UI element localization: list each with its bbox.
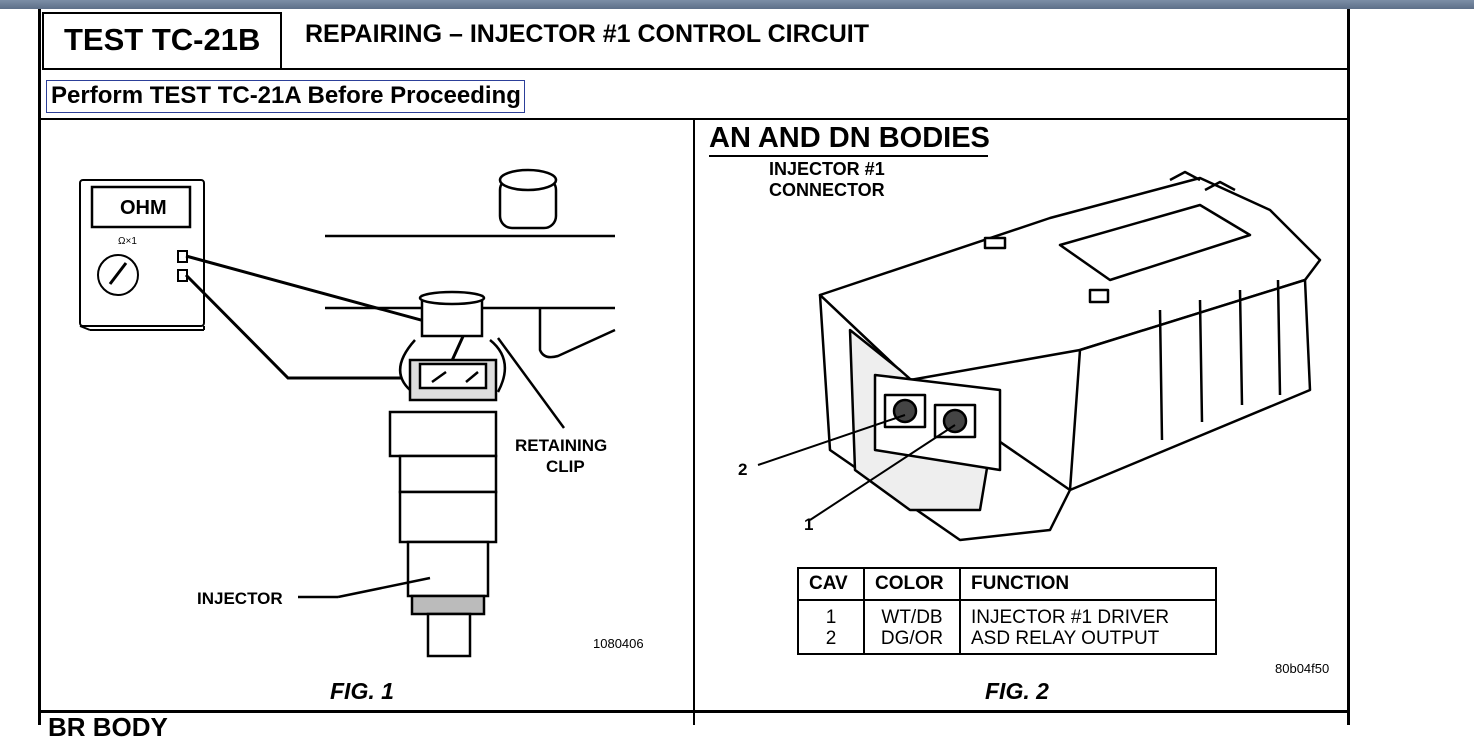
fig2-connector-illustration: [757, 170, 1322, 542]
col-cav: CAV: [797, 567, 865, 601]
fig1-illustration: OHM Ω×1: [79, 168, 616, 658]
prereq-divider: [41, 118, 1350, 120]
fig2-code: 80b04f50: [1275, 661, 1330, 676]
fig1-code: 1080406: [593, 636, 644, 651]
meter-display-text: OHM: [120, 197, 167, 219]
function-2: ASD RELAY OUTPUT: [971, 628, 1160, 649]
connector-label-1: INJECTOR #1: [769, 159, 885, 179]
cav-1: 1: [825, 607, 837, 628]
fig1-caption: FIG. 1: [330, 678, 394, 704]
col-color: COLOR: [863, 567, 961, 601]
test-id: TEST TC-21B: [64, 22, 261, 57]
page-title: REPAIRING – INJECTOR #1 CONTROL CIRCUIT: [305, 20, 869, 48]
connector-label-2: CONNECTOR: [769, 180, 885, 200]
test-id-box: [42, 12, 282, 70]
bottom-divider: [41, 710, 1350, 713]
retaining-clip-label-2: CLIP: [546, 457, 585, 476]
figure-divider: [693, 118, 695, 725]
cavity-table: CAV COLOR FUNCTION 1 2 WT/DB DG/OR INJEC…: [797, 567, 1217, 655]
document-sheet: [38, 9, 1350, 725]
color-1: WT/DB: [881, 607, 943, 628]
pin-2-label: 2: [738, 460, 748, 479]
header-divider: [282, 68, 1350, 70]
fig2-heading-underline: [709, 155, 988, 157]
injector-label: INJECTOR: [197, 589, 283, 608]
leader-lines: [298, 337, 566, 599]
cav-2: 2: [825, 628, 837, 649]
meter-range-text: Ω×1: [118, 236, 137, 247]
injector-illustration: [388, 290, 507, 658]
pin-leader-lines: [757, 414, 956, 521]
next-section-heading: BR BODY: [48, 712, 168, 742]
table-row: 1 2 WT/DB DG/OR INJECTOR #1 DRIVER ASD R…: [797, 599, 1217, 655]
ohmmeter-illustration: [79, 179, 205, 331]
table-header-row: CAV COLOR FUNCTION: [797, 567, 1217, 601]
col-function: FUNCTION: [959, 567, 1217, 601]
function-1: INJECTOR #1 DRIVER: [971, 607, 1170, 628]
fig2-heading: AN AND DN BODIES: [709, 122, 990, 154]
pin-1-label: 1: [804, 515, 814, 534]
color-2: DG/OR: [880, 628, 944, 649]
window-top-bar: [0, 0, 1474, 9]
prerequisite-link[interactable]: Perform TEST TC-21A Before Proceeding: [46, 80, 525, 113]
retaining-clip-label-1: RETAINING: [515, 436, 608, 455]
fig2-caption: FIG. 2: [985, 678, 1049, 704]
